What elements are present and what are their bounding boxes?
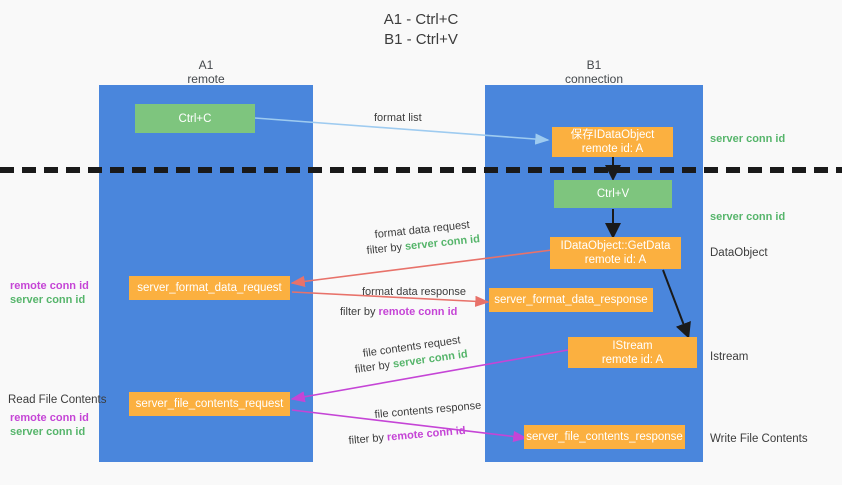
page-title: A1 - Ctrl+C B1 - Ctrl+V	[383, 11, 459, 48]
edge-label-file-contents-response: file contents response	[374, 399, 482, 421]
column-header-a1-sub: remote	[187, 72, 225, 86]
filter-prefix: filter by	[348, 431, 388, 447]
box-server-format-data-request[interactable]: server_format_data_request	[129, 276, 290, 300]
filter-prefix: filter by	[366, 240, 406, 257]
box-server-file-contents-request[interactable]: server_file_contents_request	[129, 392, 290, 416]
right-label-istream: Istream	[710, 351, 749, 363]
column-header-a1-name: A1	[198, 58, 214, 72]
edge-label-file-contents-response-filter: filter by remote conn id	[348, 424, 466, 449]
column-header-b1: B1 connection	[485, 58, 703, 86]
box-server-file-contents-response[interactable]: server_file_contents_response	[524, 425, 685, 449]
edge-label-format-list: format list	[374, 112, 422, 124]
left-label-remote-conn-id-lower: remote conn id	[10, 412, 89, 424]
column-header-b1-name: B1	[586, 58, 602, 72]
filter-value-remote-conn-id: remote conn id	[386, 424, 467, 444]
filter-prefix: filter by	[354, 358, 394, 376]
left-label-read-file-contents: Read File Contents	[8, 394, 107, 406]
box-ctrl-c[interactable]: Ctrl+C	[135, 104, 255, 133]
filter-prefix: filter by	[340, 306, 379, 318]
box-save-idataobject[interactable]: 保存IDataObject remote id: A	[552, 127, 673, 157]
edge-label-format-data-response-filter: filter by remote conn id	[340, 305, 457, 320]
left-label-server-conn-id-upper: server conn id	[10, 294, 86, 306]
box-ctrl-v[interactable]: Ctrl+V	[554, 180, 672, 208]
right-label-server-conn-id-top: server conn id	[710, 133, 786, 145]
right-label-write-file-contents: Write File Contents	[710, 433, 808, 445]
column-header-a1: A1 remote	[99, 58, 313, 86]
box-istream[interactable]: IStream remote id: A	[568, 337, 697, 368]
box-server-format-data-response[interactable]: server_format_data_response	[489, 288, 653, 312]
right-label-server-conn-id-mid: server conn id	[710, 211, 786, 223]
edge-label-format-data-response: format data response	[362, 286, 466, 298]
filter-value-remote-conn-id: remote conn id	[378, 306, 458, 318]
left-label-server-conn-id-lower: server conn id	[10, 426, 86, 438]
left-label-remote-conn-id-upper: remote conn id	[10, 280, 89, 292]
box-idataobject-getdata[interactable]: IDataObject::GetData remote id: A	[550, 237, 681, 269]
column-header-b1-sub: connection	[564, 72, 624, 86]
right-label-data-object: DataObject	[710, 247, 768, 259]
dashed-divider	[0, 167, 842, 173]
